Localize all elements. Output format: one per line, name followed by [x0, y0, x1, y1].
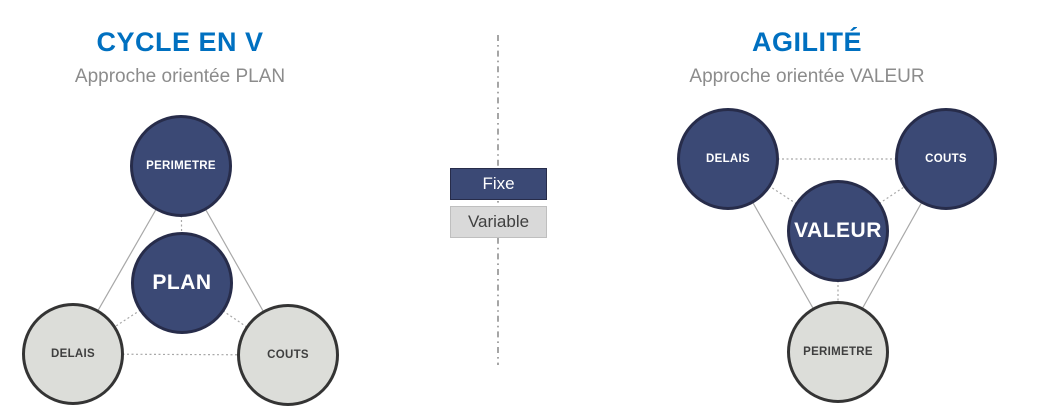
legend-variable-box: Variable	[450, 206, 547, 238]
legend: Fixe Variable	[450, 168, 547, 238]
right-circle-delais: DELAIS	[677, 108, 779, 210]
right-circle-delais-label: DELAIS	[706, 153, 750, 165]
right-panel-title: AGILITÉ	[752, 27, 862, 57]
left-panel-header: CYCLE EN V Approche orientée PLAN	[20, 27, 340, 88]
right-circle-valeur: VALEUR	[787, 180, 889, 282]
left-circle-plan-label: PLAN	[152, 271, 212, 294]
left-circle-delais: DELAIS	[22, 303, 124, 405]
left-circle-couts: COUTS	[237, 304, 339, 406]
right-panel-header: AGILITÉ Approche orientée VALEUR	[647, 27, 967, 88]
right-circle-perimetre: PERIMETRE	[787, 301, 889, 403]
right-circle-couts-label: COUTS	[925, 153, 967, 165]
left-circle-plan: PLAN	[131, 232, 233, 334]
left-circle-perimetre: PERIMETRE	[130, 115, 232, 217]
right-panel-subtitle: Approche orientée VALEUR	[689, 65, 925, 87]
left-panel-subtitle: Approche orientée PLAN	[74, 65, 286, 87]
right-circle-valeur-label: VALEUR	[794, 219, 882, 242]
left-circle-delais-label: DELAIS	[51, 348, 95, 360]
right-circle-perimetre-label: PERIMETRE	[803, 346, 873, 358]
left-connector-plan-couts	[181, 282, 289, 356]
left-panel-title: CYCLE EN V	[96, 27, 264, 57]
legend-fixe-box: Fixe	[450, 168, 547, 200]
left-circle-perimetre-label: PERIMETRE	[146, 160, 216, 172]
right-circle-couts: COUTS	[895, 108, 997, 210]
left-circle-couts-label: COUTS	[267, 349, 309, 361]
